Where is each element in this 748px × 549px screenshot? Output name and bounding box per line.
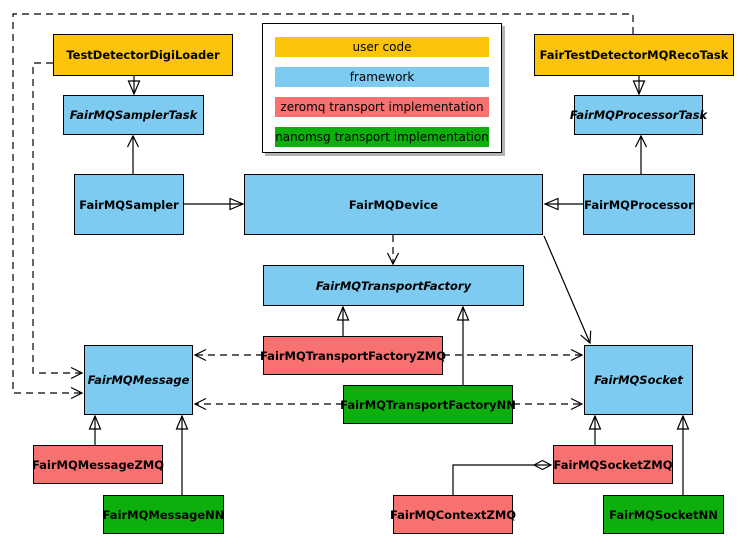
node-fairmqmessagenn: FairMQMessageNN [103,495,224,534]
edge-socketzmq-owns-contextzmq [452,465,551,495]
node-fairmqcontextzmq: FairMQContextZMQ [390,495,516,534]
node-fairmqtransportfactorynn: FairMQTransportFactoryNN [340,385,516,424]
legend: user code framework zeromq transport imp… [262,23,502,153]
node-testdetectordigiloader: TestDetectorDigiLoader [53,34,233,76]
node-fairmqsamplertask: FairMQSamplerTask [63,95,204,135]
legend-item-user-code: user code [275,37,489,57]
node-fairmqprocessor: FairMQProcessor [583,174,695,235]
node-fairmqsocketnn: FairMQSocketNN [603,495,724,534]
edge-device-uses-socket [543,235,592,345]
node-fairmqtransportfactory: FairMQTransportFactory [263,265,524,306]
legend-item-framework: framework [275,67,489,87]
node-fairmqsocketzmq: FairMQSocketZMQ [553,445,673,484]
node-fairmqmessagezmq: FairMQMessageZMQ [32,445,164,484]
node-fairmqtransportfactoryzmq: FairMQTransportFactoryZMQ [260,336,446,375]
node-fairmqmessage: FairMQMessage [84,345,193,415]
node-fairmqprocessortask: FairMQProcessorTask [570,95,707,135]
node-fairtestdetectormqrecotask: FairTestDetectorMQRecoTask [534,34,734,76]
node-fairmqdevice: FairMQDevice [244,174,543,235]
legend-item-zeromq: zeromq transport implementation [275,97,489,117]
legend-item-nanomsg: nanomsg transport implementation [275,127,489,147]
node-fairmqsocket: FairMQSocket [584,345,693,415]
node-fairmqsampler: FairMQSampler [74,174,184,235]
